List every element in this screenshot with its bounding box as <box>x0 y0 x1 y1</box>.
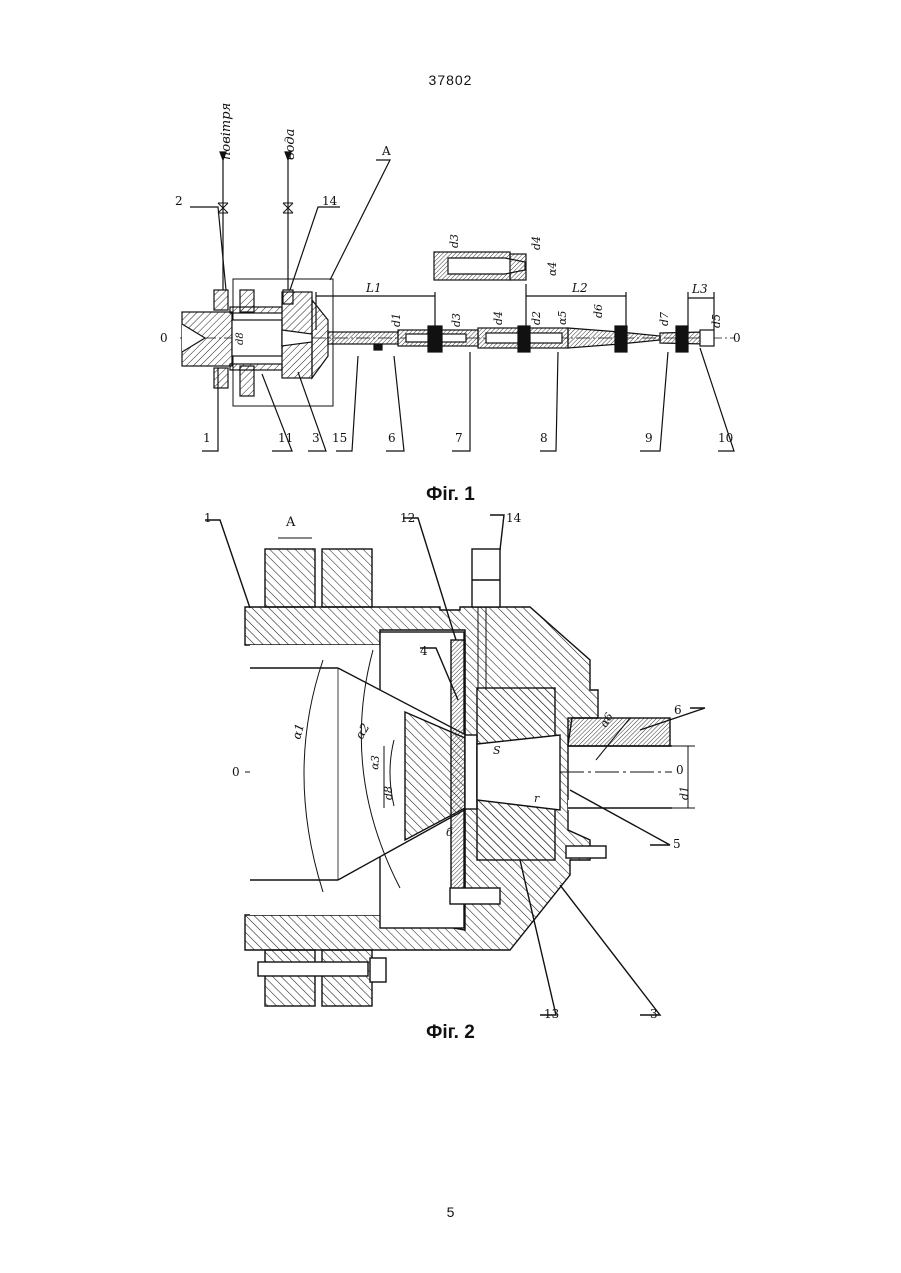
figure1-caption: Фіг. 1 <box>0 484 901 506</box>
dim-s: S <box>493 744 501 757</box>
dim-d4-top: d4 <box>530 236 543 250</box>
dim-a5: α5 <box>556 311 569 325</box>
part-11: 11 <box>278 431 293 445</box>
part-3: 3 <box>312 431 320 445</box>
part-8: 8 <box>540 431 548 445</box>
fig2-detail-a: A <box>285 515 296 530</box>
dim-d8: d8 <box>382 786 395 800</box>
dim-alpha3: α3 <box>368 755 382 771</box>
dim-L1: L1 <box>365 281 382 295</box>
figure1-drawing <box>180 152 735 451</box>
dim-d3-top: d3 <box>448 234 461 248</box>
part-10: 10 <box>718 431 733 445</box>
fig2-part-5: 5 <box>673 837 681 851</box>
part-7: 7 <box>455 431 463 445</box>
dim-d2: d2 <box>530 311 543 325</box>
fig2-part-4: 4 <box>420 644 428 658</box>
detail-ref-a: A <box>381 144 391 158</box>
dim-r: r <box>534 792 540 805</box>
part-1: 1 <box>203 431 211 445</box>
part-2: 2 <box>175 194 183 208</box>
dim-d8: d8 <box>235 332 246 345</box>
fig2-part-12: 12 <box>400 511 415 525</box>
figure2-caption: Фіг. 2 <box>0 1022 901 1044</box>
dim-d3-main: d3 <box>450 313 463 327</box>
dim-L2: L2 <box>571 281 588 295</box>
part-9: 9 <box>645 431 653 445</box>
fig2-axis-left: 0 <box>232 765 240 779</box>
fig2-part-14: 14 <box>506 511 522 525</box>
dim-d1: d1 <box>390 313 403 327</box>
dim-L3: L3 <box>691 282 708 296</box>
dim-d4-main: d4 <box>492 311 505 325</box>
dim-d1: d1 <box>678 786 691 800</box>
part-15: 15 <box>332 431 347 445</box>
figure2-drawing <box>205 515 705 1015</box>
dim-d5: d5 <box>710 314 723 328</box>
fig2-part-1: 1 <box>204 511 212 525</box>
fig2-part-6: 6 <box>674 703 682 717</box>
dim-a4: α4 <box>546 262 559 276</box>
dim-d6: d6 <box>592 304 605 318</box>
fig2-axis-right: 0 <box>676 763 684 777</box>
part-6: 6 <box>388 431 396 445</box>
axis-left: 0 <box>160 331 168 345</box>
dim-b: б <box>446 826 453 839</box>
part-14: 14 <box>322 194 338 208</box>
axis-right: 0 <box>733 331 741 345</box>
fig2-part-3: 3 <box>650 1007 658 1021</box>
page-footer-number: 5 <box>0 1204 901 1220</box>
inlet-water-label: вода <box>283 129 298 160</box>
dim-d7: d7 <box>658 312 671 326</box>
fig2-part-13: 13 <box>544 1007 559 1021</box>
inlet-air-label: повітря <box>219 103 234 160</box>
